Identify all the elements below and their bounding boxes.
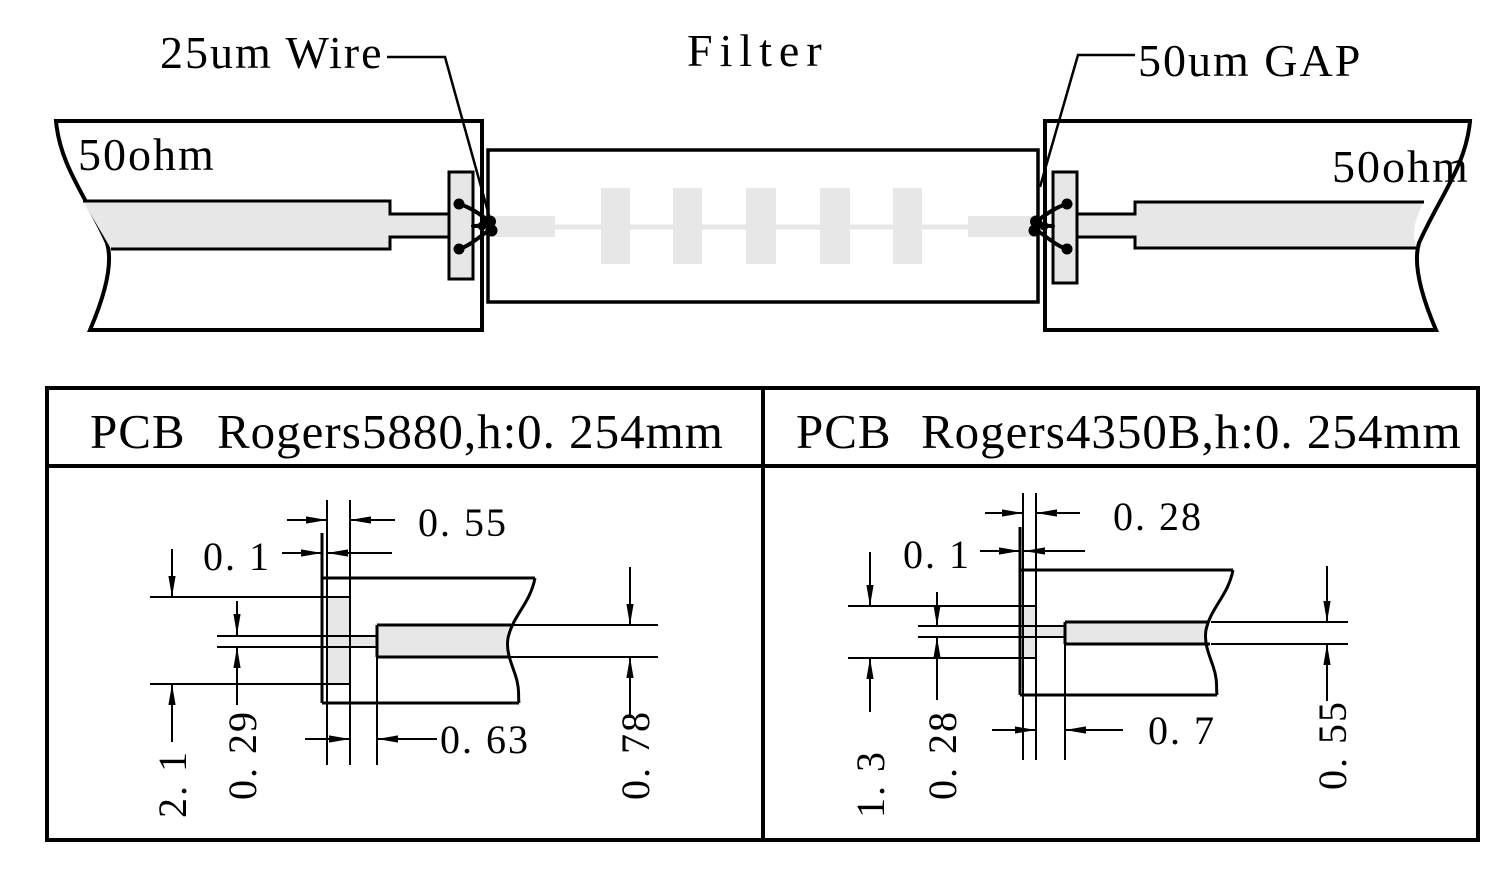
dim-edge-offset: 0. 1 [903, 532, 971, 577]
resonator-bar [601, 188, 630, 264]
top-diagram: 25um Wire Filter 50um GAP 50ohm 50ohm [53, 25, 1473, 332]
pcb-edge-outline [320, 533, 537, 705]
right-launch-pad [1051, 170, 1079, 285]
launch-pad-section [327, 597, 350, 684]
left-microstrip-trace [83, 201, 449, 249]
feed-neck-section [350, 636, 377, 647]
filter-chip [486, 148, 1040, 304]
filter-label: Filter [687, 25, 829, 76]
bond-foot [1030, 215, 1042, 228]
right-pcb [1043, 119, 1473, 332]
microstrip-section [1065, 622, 1210, 644]
panel-title-material: Rogers4350B,h:0. 254mm [921, 404, 1462, 459]
dim-pad-length: 1. 3 [848, 750, 893, 818]
filter-resonators [601, 188, 922, 264]
gap-leader-line [1038, 53, 1135, 188]
panel-rogers4350b: PCB Rogers4350B,h:0. 254mm [796, 404, 1462, 818]
filter-output-pad [968, 216, 1033, 237]
microstrip-section [377, 625, 510, 657]
panel-rogers5880: PCB Rogers5880,h:0. 254mm [90, 404, 724, 818]
panel-title-pcb: PCB [90, 404, 186, 459]
resonator-bar [673, 188, 702, 264]
bond-foot [1061, 243, 1073, 255]
dim-feed-width: 0. 28 [920, 710, 965, 800]
right-impedance-label: 50ohm [1332, 141, 1470, 192]
extension-lines [150, 500, 658, 765]
resonator-bar [893, 188, 922, 264]
dim-feed-length: 0. 7 [1148, 708, 1216, 753]
bond-foot [477, 221, 487, 231]
spec-panels: PCB Rogers5880,h:0. 254mm [45, 386, 1480, 842]
dim-pad-width: 0. 55 [418, 500, 508, 545]
bond-foot [453, 198, 465, 210]
extension-lines [848, 493, 1348, 760]
dim-edge-offset: 0. 1 [203, 534, 271, 579]
detail-drawing: 0. 55 0. 1 0. 63 2. 1 0. 29 0. 78 [150, 500, 658, 818]
left-impedance-label: 50ohm [78, 129, 216, 180]
dim-line-width: 0. 55 [1310, 700, 1355, 790]
right-microstrip-trace [1077, 202, 1424, 248]
left-bond-wires [453, 198, 498, 255]
feed-neck-section [1036, 626, 1065, 637]
bond-foot [1061, 198, 1073, 210]
pcb-edge-outline [1018, 527, 1235, 697]
panel-title-material: Rogers5880,h:0. 254mm [217, 404, 724, 459]
bond-foot [484, 215, 496, 228]
dim-pad-width: 0. 28 [1113, 494, 1203, 539]
detail-drawing: 0. 28 0. 1 0. 7 1. 3 0. 28 0. 55 [848, 493, 1355, 818]
dim-pad-length: 2. 1 [150, 750, 195, 818]
right-bond-wires [1028, 198, 1073, 255]
launch-pad-section [1023, 606, 1036, 658]
dim-feed-length: 0. 63 [440, 717, 530, 762]
bond-foot [453, 243, 465, 255]
right-microstrip-outline [1077, 200, 1424, 250]
left-pcb [53, 119, 484, 332]
left-microstrip-outline [83, 199, 449, 251]
resonator-bar [820, 188, 850, 264]
wire-leader-line [387, 55, 492, 220]
gap-label: 50um GAP [1138, 35, 1362, 86]
bond-foot [1028, 224, 1041, 237]
left-launch-pad [447, 170, 475, 281]
panel-title-pcb: PCB [796, 404, 892, 459]
dim-line-width: 0. 78 [613, 710, 658, 800]
wire-label: 25um Wire [160, 27, 384, 78]
filter-input-pad [493, 216, 555, 237]
resonator-bar [746, 188, 776, 264]
bond-foot [1039, 221, 1049, 231]
bond-foot [485, 224, 498, 237]
dim-feed-width: 0. 29 [220, 710, 265, 800]
